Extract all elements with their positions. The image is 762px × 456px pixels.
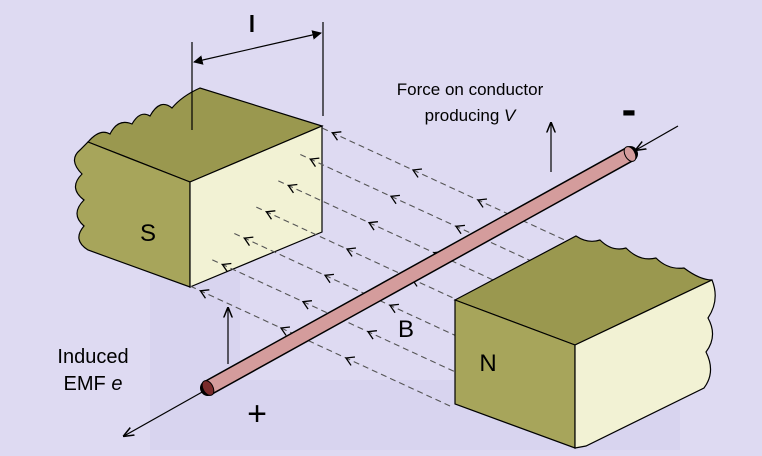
field-arrowhead (287, 183, 298, 194)
conductor-rod (200, 146, 638, 396)
field-arrowhead (344, 356, 356, 366)
field-arrowhead (279, 326, 291, 336)
field-arrowhead (454, 224, 466, 235)
emf-label-word: EMF (64, 373, 106, 395)
conductor-far-end (623, 146, 637, 162)
north-magnet-top-face (453, 235, 713, 346)
field-label: B (398, 316, 414, 343)
force-label-var: V (504, 106, 517, 125)
dimension-marker (191, 22, 324, 130)
field-arrowhead (309, 157, 320, 167)
force-label-line1: Force on conductor (397, 80, 544, 99)
field-arrowhead (345, 247, 357, 257)
current-arrow-out (124, 390, 205, 436)
field-arrowhead (199, 289, 210, 299)
current-arrow-in (636, 125, 679, 150)
minus-sign: - (622, 85, 637, 134)
field-arrowhead (411, 168, 423, 178)
field-arrowhead (476, 198, 488, 208)
field-arrowhead (367, 221, 379, 231)
field-arrowhead (221, 262, 232, 273)
field-line (299, 153, 561, 275)
north-pole-label: N (479, 350, 496, 377)
field-arrowhead (265, 210, 276, 220)
north-magnet (453, 235, 716, 449)
field-line (321, 127, 583, 249)
south-magnet (73, 87, 324, 288)
north-magnet-end-face (574, 279, 716, 449)
field-arrowhead (301, 300, 313, 310)
field-arrowhead (331, 131, 342, 141)
plus-sign: + (247, 395, 267, 433)
south-pole-face (189, 125, 323, 288)
field-arrowhead (366, 330, 378, 340)
field-line (255, 206, 517, 328)
emf-label-line2: EMF e (64, 373, 123, 395)
south-magnet-top-face (86, 87, 324, 183)
field-arrowhead (389, 194, 401, 205)
conductor-near-end (201, 380, 215, 396)
force-label-word: producing (425, 106, 500, 125)
force-label-line2: producing V (425, 106, 517, 125)
field-arrowhead (243, 236, 254, 246)
emf-label-var: e (111, 373, 122, 395)
dimension-label: l (249, 11, 255, 37)
emf-label-line1: Induced (57, 346, 128, 368)
field-line (189, 285, 451, 407)
south-magnet-side-face (73, 141, 191, 288)
south-pole-label: S (140, 220, 156, 247)
field-line (277, 180, 539, 302)
field-arrowhead (388, 303, 400, 314)
field-arrowhead (323, 273, 335, 284)
